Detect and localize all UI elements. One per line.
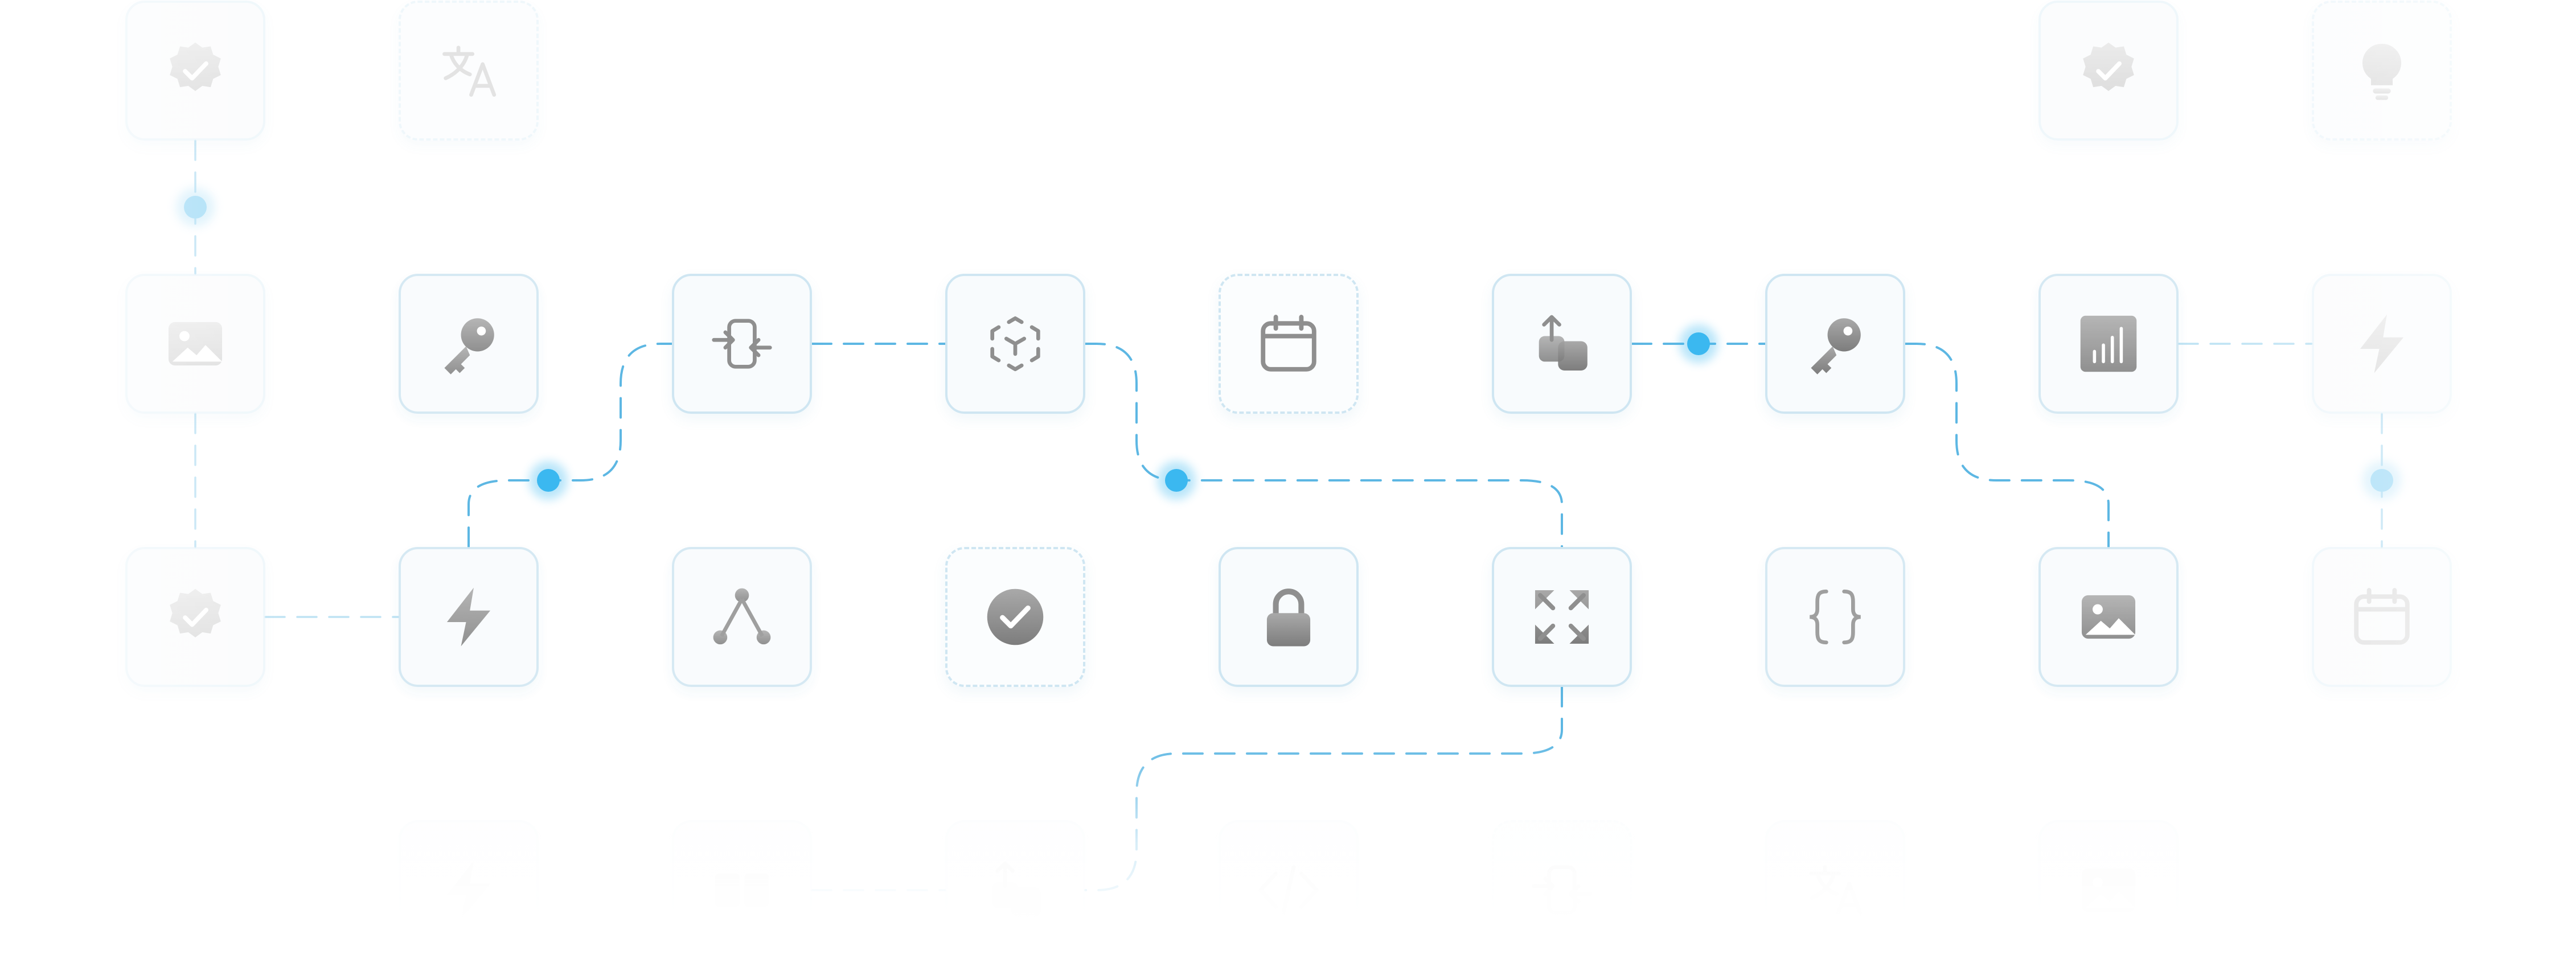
node-image[interactable]	[125, 274, 265, 414]
flow-dot	[1165, 469, 1188, 492]
node-verified-badge[interactable]	[125, 547, 265, 687]
image-icon	[168, 322, 223, 366]
node-verified-badge[interactable]	[2038, 1, 2179, 141]
key-icon	[444, 318, 494, 374]
sync-icon	[1532, 865, 1592, 915]
node-check-circle[interactable]	[945, 547, 1085, 687]
verified-badge-icon	[2083, 42, 2134, 91]
flow-dot	[1687, 332, 1710, 355]
share-upload-icon	[1539, 315, 1588, 371]
node-calendar[interactable]	[1219, 274, 1359, 414]
node-bar-chart[interactable]	[2038, 274, 2179, 414]
code-icon	[1258, 865, 1319, 915]
translate-icon	[442, 46, 497, 97]
bar-chart-icon	[2080, 315, 2137, 372]
grid-blocks-icon	[715, 873, 769, 907]
node-lock[interactable]	[1219, 547, 1359, 687]
calendar-icon	[1261, 315, 1316, 372]
lock-icon	[1266, 588, 1311, 647]
node-image[interactable]	[2038, 820, 2179, 960]
translate-icon	[1809, 865, 1863, 916]
node-verified-badge[interactable]	[125, 1, 265, 141]
check-circle-icon	[987, 588, 1044, 645]
lightbulb-icon	[2362, 43, 2402, 100]
node-braces[interactable]	[1765, 547, 1905, 687]
calendar-icon	[2354, 588, 2410, 645]
cube-scan-icon	[990, 316, 1040, 372]
node-grid-blocks[interactable]	[672, 820, 812, 960]
node-translate[interactable]	[1765, 820, 1905, 960]
flow-dot	[537, 469, 560, 492]
node-translate[interactable]	[399, 1, 539, 141]
expand-icon	[1535, 590, 1589, 644]
node-lightning[interactable]	[2312, 274, 2452, 414]
lightning-icon	[446, 587, 491, 647]
node-calendar[interactable]	[2312, 547, 2452, 687]
node-cube-scan[interactable]	[945, 274, 1085, 414]
node-key[interactable]	[1765, 274, 1905, 414]
lightning-icon	[446, 861, 491, 920]
image-icon	[2081, 868, 2136, 912]
share-upload-icon	[992, 861, 1041, 917]
node-key[interactable]	[399, 274, 539, 414]
braces-icon	[1810, 589, 1861, 645]
verified-badge-icon	[170, 42, 221, 91]
node-sync[interactable]	[672, 274, 812, 414]
sync-icon	[712, 319, 772, 369]
node-share-upload[interactable]	[945, 820, 1085, 960]
key-icon	[1811, 318, 1861, 374]
flow-dot	[184, 196, 207, 219]
branch-icon	[713, 588, 771, 645]
flow-dot	[2370, 469, 2393, 492]
verified-badge-icon	[170, 588, 221, 637]
connections	[194, 139, 2383, 891]
node-branch[interactable]	[672, 547, 812, 687]
node-lightbulb[interactable]	[2312, 1, 2452, 141]
node-image[interactable]	[2038, 547, 2179, 687]
node-expand[interactable]	[1492, 547, 1632, 687]
node-lightning[interactable]	[399, 547, 539, 687]
lightning-icon	[2360, 314, 2404, 373]
node-sync[interactable]	[1492, 820, 1632, 960]
node-share-upload[interactable]	[1492, 274, 1632, 414]
node-code[interactable]	[1219, 820, 1359, 960]
node-lightning[interactable]	[399, 820, 539, 960]
image-icon	[2081, 595, 2136, 639]
